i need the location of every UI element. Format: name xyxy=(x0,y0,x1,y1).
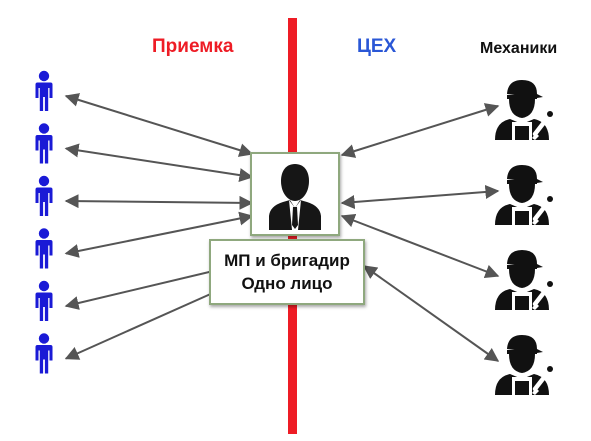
section-label-mechanics: Механики xyxy=(480,40,558,57)
person-icon xyxy=(35,175,53,216)
arrow-right-2 xyxy=(340,184,500,210)
arrow-left-1 xyxy=(64,93,254,157)
arrow-left-4 xyxy=(64,211,254,258)
mechanic-icon xyxy=(495,250,556,310)
right-nodes xyxy=(495,80,556,395)
section-label-reception: Приемка xyxy=(152,36,234,57)
right-arrows xyxy=(340,103,500,362)
arrow-right-1 xyxy=(340,103,500,158)
arrow-left-6 xyxy=(64,286,226,360)
person-icon xyxy=(35,333,53,374)
person-icon xyxy=(35,280,53,321)
section-label-workshop: ЦЕХ xyxy=(357,36,397,57)
left-arrows xyxy=(64,93,254,360)
manager-photo xyxy=(250,152,340,236)
person-icon xyxy=(35,123,53,164)
person-icon xyxy=(35,70,53,111)
person-icon xyxy=(35,228,53,269)
manager-label-line1: МП и бригадир xyxy=(224,251,350,270)
arrow-left-5 xyxy=(64,264,228,310)
mechanic-icon xyxy=(495,165,556,225)
arrow-left-2 xyxy=(64,143,254,183)
left-nodes xyxy=(35,70,53,374)
manager-label-line2: Одно лицо xyxy=(241,274,333,293)
mechanic-icon xyxy=(495,335,556,395)
mechanic-icon xyxy=(495,80,556,140)
arrow-left-3 xyxy=(64,194,254,210)
businessman-icon xyxy=(269,164,321,230)
arrow-right-4 xyxy=(362,265,500,362)
manager-label-card: МП и бригадир Одно лицо xyxy=(209,239,365,305)
